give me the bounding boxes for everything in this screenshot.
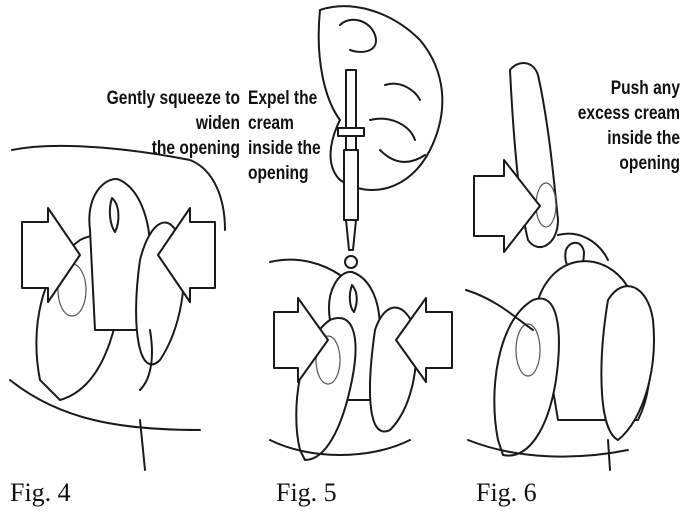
figure-5-caption: Expel the cream inside the opening [248, 86, 321, 186]
caption-line: Gently squeeze to widen [68, 86, 240, 136]
figure-4-illustration [0, 0, 230, 518]
figure-5-illustration [230, 0, 458, 518]
figure-4-panel: Gently squeeze to widen the opening Fig.… [0, 0, 230, 518]
figure-5-panel: Expel the cream inside the opening Fig. … [230, 0, 458, 518]
caption-line: cream [248, 111, 321, 136]
figure-4-label: Fig. 4 [10, 478, 71, 508]
figure-4-caption: Gently squeeze to widen the opening [68, 86, 240, 161]
figure-6-caption: Push any excess cream inside the opening [498, 76, 680, 176]
figure-6-label: Fig. 6 [476, 478, 537, 508]
caption-line: the opening [68, 136, 240, 161]
figure-6-panel: Push any excess cream inside the opening… [458, 0, 686, 518]
caption-line: excess cream [498, 101, 680, 126]
caption-line: opening [498, 151, 680, 176]
caption-line: opening [248, 161, 321, 186]
figure-5-label: Fig. 5 [276, 478, 337, 508]
caption-line: inside the [498, 126, 680, 151]
caption-line: Push any [498, 76, 680, 101]
caption-line: Expel the [248, 86, 321, 111]
caption-line: inside the [248, 136, 321, 161]
